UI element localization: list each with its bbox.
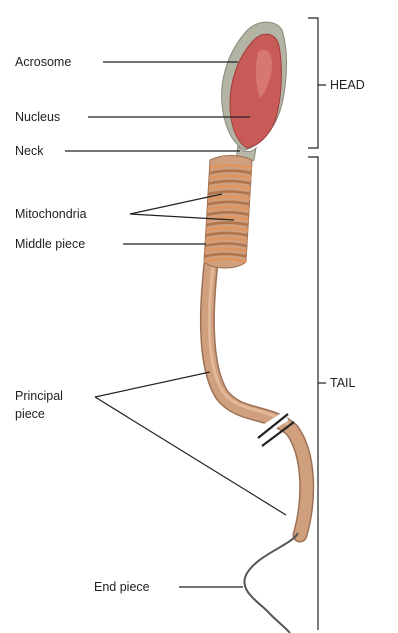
tail-bracket (308, 157, 326, 630)
principal-piece-leader-1 (95, 372, 210, 397)
tail-region-label: TAIL (330, 376, 356, 390)
principal-piece-label-line2: piece (15, 407, 45, 421)
neck-label: Neck (15, 144, 44, 158)
head-region-label: HEAD (330, 78, 365, 92)
principal-piece-label-line1: Principal (15, 389, 63, 403)
mitochondria-label: Mitochondria (15, 207, 87, 221)
end-piece-label: End piece (94, 580, 150, 594)
principal-piece-fill (207, 255, 306, 535)
middle-piece-label: Middle piece (15, 237, 85, 251)
acrosome-label: Acrosome (15, 55, 71, 69)
end-piece-shape (244, 533, 298, 633)
sperm-head (222, 22, 287, 150)
middle-piece (204, 156, 252, 269)
nucleus-label: Nucleus (15, 110, 60, 124)
sperm-tail (207, 255, 306, 633)
head-bracket (308, 18, 326, 148)
